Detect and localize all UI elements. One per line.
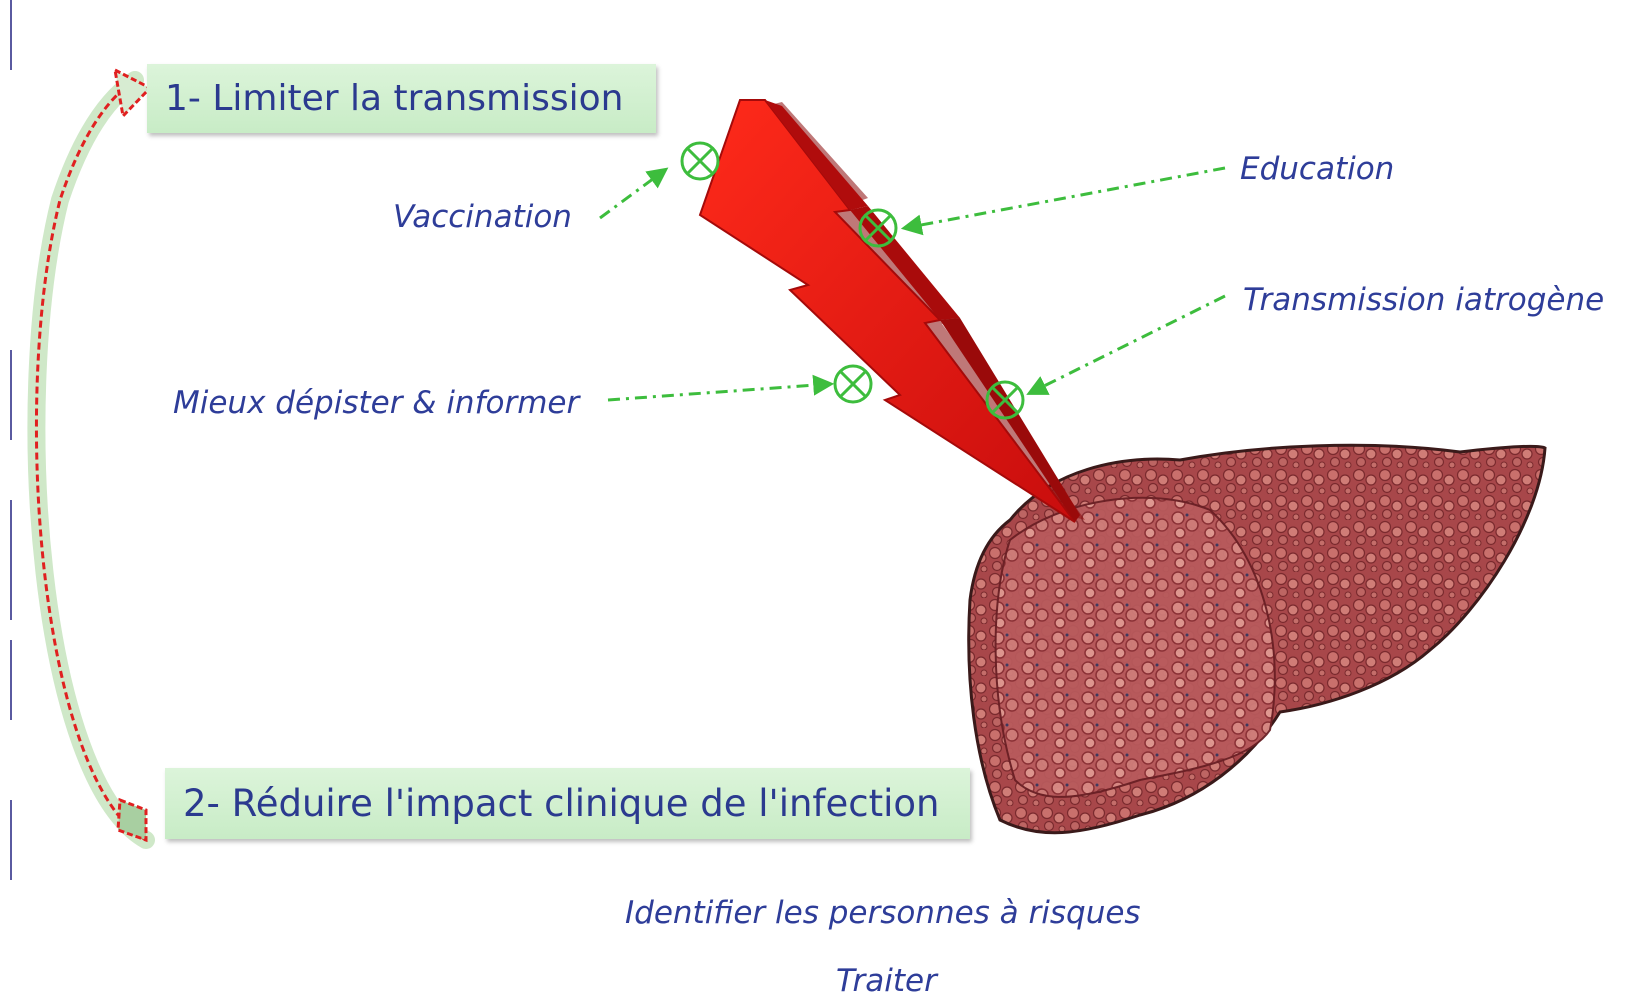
cycle-arrow-tail (118, 800, 146, 840)
cycle-arrow (36, 70, 150, 840)
arrow-education (905, 168, 1225, 228)
lightning-bolt-icon (700, 100, 1085, 522)
arrow-vaccination (600, 170, 665, 218)
label-mieux-depister: Mieux dépister & informer (173, 385, 579, 421)
circled-x-icon (835, 366, 871, 402)
step-1-box: 1- Limiter la transmission (147, 64, 656, 133)
label-transmission-iatrogene: Transmission iatrogène (1243, 282, 1604, 318)
arrow-depister (608, 384, 830, 400)
arrow-transmission (1030, 296, 1225, 393)
label-vaccination: Vaccination (393, 199, 572, 235)
step-2-box: 2- Réduire l'impact clinique de l'infect… (165, 768, 970, 839)
step-1-label: 1- Limiter la transmission (165, 78, 623, 119)
step-2-label: 2- Réduire l'impact clinique de l'infect… (183, 782, 939, 825)
label-education: Education (1240, 151, 1394, 187)
label-traiter: Traiter (836, 963, 937, 999)
circled-x-icon (682, 143, 718, 179)
label-identifier: Identifier les personnes à risques (625, 895, 1141, 931)
